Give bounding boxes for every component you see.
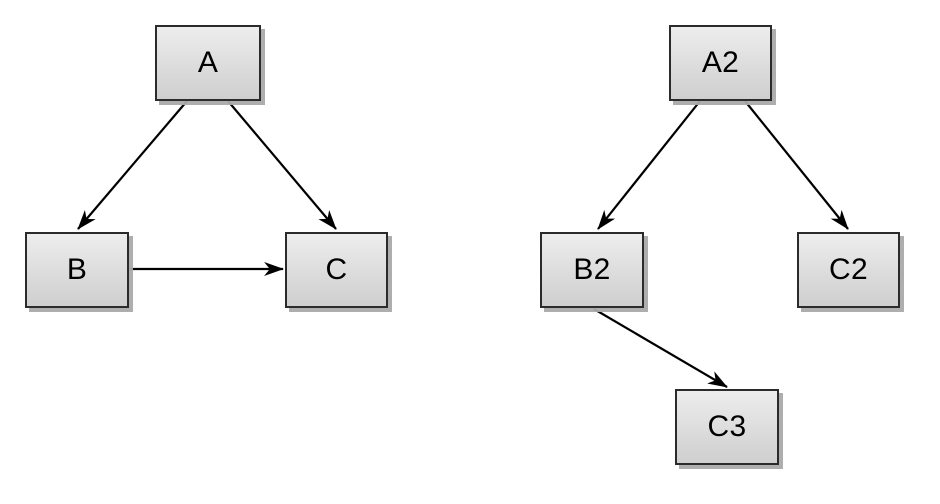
node-label-b: B bbox=[66, 253, 88, 286]
edge-a2-to-b2[interactable] bbox=[597, 100, 701, 230]
edge-b2-to-c3[interactable] bbox=[593, 308, 728, 388]
node-label-c2: C2 bbox=[829, 253, 868, 286]
node-c3[interactable]: C3 bbox=[675, 389, 779, 465]
edge-a2-to-c2[interactable] bbox=[744, 100, 849, 230]
node-label-c3: C3 bbox=[707, 410, 747, 443]
node-c[interactable]: C bbox=[285, 232, 388, 308]
node-label-c: C bbox=[325, 253, 348, 286]
node-c2[interactable]: C2 bbox=[797, 232, 900, 308]
node-a[interactable]: A bbox=[155, 25, 261, 101]
edge-a-to-c[interactable] bbox=[227, 100, 337, 230]
node-b2[interactable]: B2 bbox=[540, 232, 644, 308]
edges-group bbox=[77, 100, 849, 388]
node-b[interactable]: B bbox=[25, 232, 129, 308]
edge-a-to-b[interactable] bbox=[77, 100, 188, 230]
node-a2[interactable]: A2 bbox=[669, 25, 772, 101]
node-label-a: A bbox=[197, 46, 219, 79]
node-label-b2: B2 bbox=[573, 253, 611, 286]
node-label-a2: A2 bbox=[701, 46, 740, 79]
